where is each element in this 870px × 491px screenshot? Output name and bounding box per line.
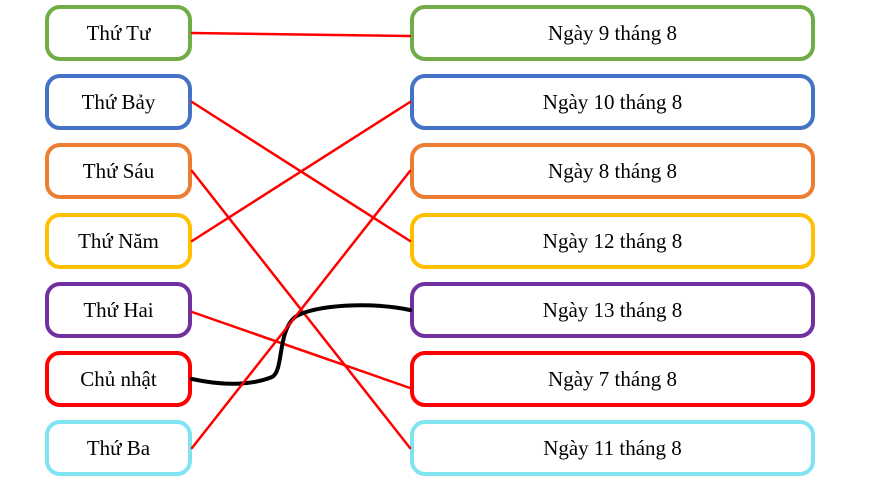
day-box[interactable]: Chủ nhật	[45, 351, 192, 407]
date-label: Ngày 7 tháng 8	[548, 366, 677, 391]
date-box[interactable]: Ngày 9 tháng 8	[410, 5, 815, 61]
connection-line	[190, 31, 412, 38]
date-label: Ngày 8 tháng 8	[548, 158, 677, 183]
day-label: Thứ Bảy	[81, 89, 156, 114]
date-label: Ngày 12 tháng 8	[542, 228, 683, 253]
date-box[interactable]: Ngày 7 tháng 8	[410, 351, 815, 407]
connection-line	[190, 303, 412, 386]
day-box[interactable]: Thứ Bảy	[45, 74, 192, 130]
day-box[interactable]: Thứ Hai	[45, 282, 192, 338]
date-box[interactable]: Ngày 13 tháng 8	[410, 282, 815, 338]
date-box[interactable]: Ngày 12 tháng 8	[410, 213, 815, 269]
connection-line	[190, 100, 412, 243]
date-label: Ngày 11 tháng 8	[543, 435, 682, 460]
date-box[interactable]: Ngày 8 tháng 8	[410, 143, 815, 199]
day-box[interactable]: Thứ Tư	[45, 5, 192, 61]
day-label: Thứ Tư	[86, 20, 151, 45]
connection-line	[190, 169, 412, 450]
connection-line	[190, 169, 412, 450]
day-box[interactable]: Thứ Năm	[45, 213, 192, 269]
day-label: Chủ nhật	[80, 366, 157, 391]
date-box[interactable]: Ngày 10 tháng 8	[410, 74, 815, 130]
date-label: Ngày 10 tháng 8	[542, 89, 683, 114]
day-box[interactable]: Thứ Sáu	[45, 143, 192, 199]
date-box[interactable]: Ngày 11 tháng 8	[410, 420, 815, 476]
day-box[interactable]: Thứ Ba	[45, 420, 192, 476]
connection-line	[190, 100, 412, 243]
day-label: Thứ Ba	[86, 435, 151, 460]
date-label: Ngày 13 tháng 8	[542, 297, 683, 322]
day-label: Thứ Sáu	[82, 158, 155, 183]
day-label: Thứ Hai	[83, 297, 154, 322]
date-label: Ngày 9 tháng 8	[548, 20, 677, 45]
day-label: Thứ Năm	[78, 228, 159, 253]
connection-line	[190, 310, 412, 390]
